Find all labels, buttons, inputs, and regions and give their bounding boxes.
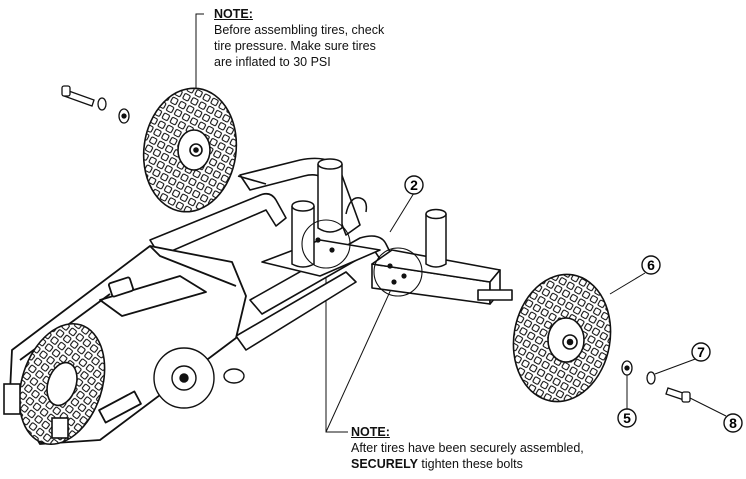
upright-posts [291, 158, 447, 268]
left-hardware [61, 85, 130, 124]
callout-8: 8 [723, 413, 743, 433]
front-body-tire [3, 322, 106, 446]
note-top-line-1: Before assembling tires, check [214, 23, 385, 37]
note-bottom-line-2: SECURELY tighten these bolts [351, 456, 584, 472]
callout-2-label: 2 [410, 177, 418, 193]
callout-6-label: 6 [647, 257, 655, 273]
tire-left [142, 87, 267, 213]
note-top-line-2: tire pressure. Make sure tires [214, 39, 376, 53]
right-hardware [621, 360, 691, 403]
note-bottom-line-1: After tires have been securely assembled… [351, 441, 584, 455]
callout-5-label: 5 [623, 410, 631, 426]
bolt-highlight-circles [301, 219, 423, 297]
note-top-heading: NOTE: [214, 7, 253, 21]
callout-2: 2 [404, 175, 424, 195]
body-disc [153, 347, 245, 409]
callout-7-label: 7 [697, 344, 705, 360]
note-bottom-heading: NOTE: [351, 425, 390, 439]
note-tighten-bolts: NOTE: After tires have been securely ass… [351, 424, 584, 472]
callout-6: 6 [641, 255, 661, 275]
callout-5: 5 [617, 408, 637, 428]
note-top-line-3: are inflated to 30 PSI [214, 55, 331, 69]
note-tire-pressure: NOTE: Before assembling tires, check tir… [214, 6, 384, 70]
note-bottom-emphasis: SECURELY [351, 457, 418, 471]
note-bottom-line-2-rest: tighten these bolts [417, 457, 523, 471]
callout-8-label: 8 [729, 415, 737, 431]
tire-right [512, 273, 612, 403]
bracket-bolts [315, 237, 407, 285]
callout-7: 7 [691, 342, 711, 362]
